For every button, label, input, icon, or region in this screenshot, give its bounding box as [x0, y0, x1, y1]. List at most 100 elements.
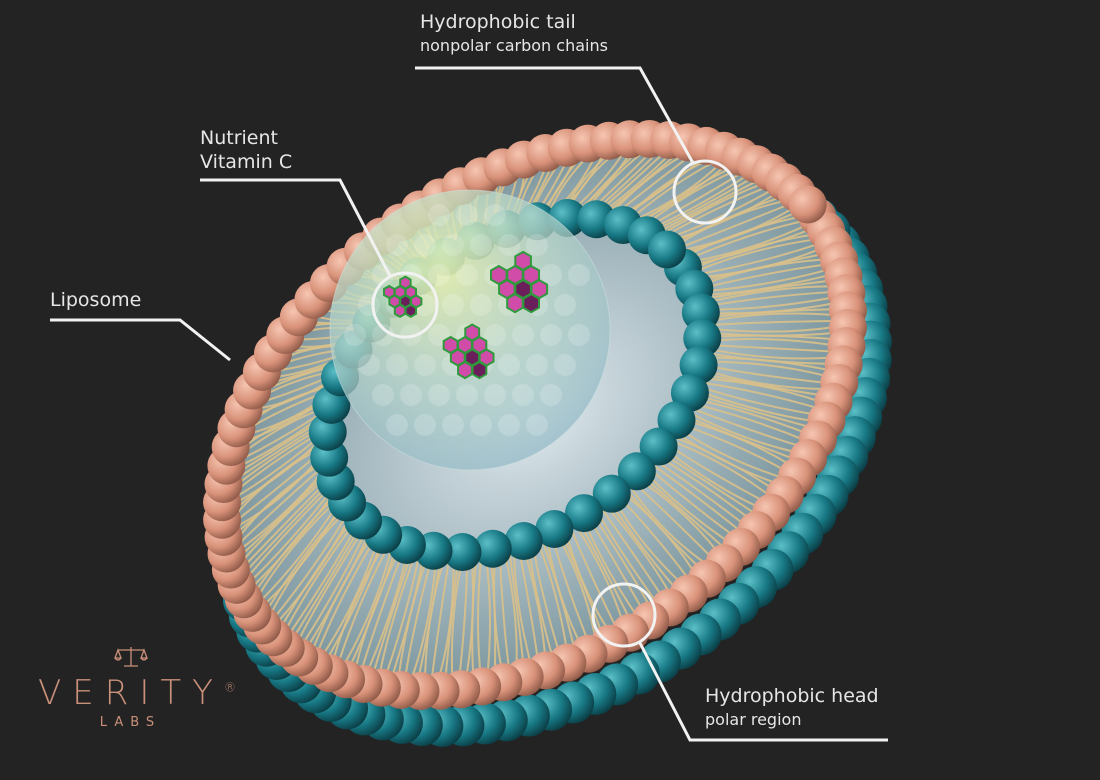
tail-chain — [391, 556, 425, 677]
tail-chain — [417, 558, 442, 680]
head-leader-line — [638, 642, 888, 742]
tail-chain — [695, 394, 812, 429]
core-bubble — [358, 354, 380, 376]
tail-chain — [237, 463, 322, 539]
aqueous-core-sphere — [329, 189, 611, 471]
tail-chain — [238, 467, 323, 545]
tail-chain — [696, 238, 815, 272]
tail-chain — [705, 268, 828, 293]
tail-chain — [710, 312, 835, 322]
tail-chain — [647, 466, 737, 539]
core-bubble — [344, 324, 366, 346]
inner-teal-head — [647, 230, 686, 269]
verity-labs-logo: VERITY® LABS — [38, 645, 236, 730]
vitamin-c-molecule — [393, 303, 407, 318]
core-bubble — [442, 234, 464, 256]
tail-leader-line — [415, 66, 695, 164]
tail-chain — [277, 519, 349, 622]
tail-chain — [708, 356, 830, 372]
core-bubble — [400, 384, 422, 406]
tail-chain — [686, 216, 799, 257]
core-bubble — [386, 414, 408, 436]
tail-chain — [263, 507, 340, 606]
vitamin-c-molecule — [506, 293, 524, 314]
core-bubble — [414, 414, 436, 436]
core-bubble — [470, 414, 492, 436]
tail-chain — [517, 548, 540, 663]
core-bubble — [512, 324, 534, 346]
nutrient-label: Nutrient Vitamin C — [200, 126, 292, 174]
tail-chain — [708, 285, 831, 303]
tail-chain — [709, 344, 833, 353]
tail-chain — [343, 548, 393, 665]
tail-chain — [652, 174, 748, 229]
core-bubble — [526, 354, 548, 376]
nutrient-title: Nutrient — [200, 127, 278, 149]
liposome-leader-line — [50, 318, 231, 362]
core-bubble — [554, 294, 576, 316]
head-title: Hydrophobic head — [705, 685, 879, 707]
tail-chain — [706, 364, 827, 384]
tail-chain — [465, 557, 475, 678]
core-bubble — [386, 354, 408, 376]
core-bubble — [470, 294, 492, 316]
tail-chain — [676, 200, 785, 247]
tail-chain — [536, 541, 569, 652]
tail-label: Hydrophobic tail nonpolar carbon chains — [420, 10, 608, 58]
core-bubble — [442, 294, 464, 316]
tail-chain — [604, 504, 672, 596]
core-bubble — [386, 234, 408, 256]
tail-chain — [650, 462, 742, 533]
core-bubble — [428, 204, 450, 226]
tail-chain — [404, 557, 433, 679]
tail-chain — [285, 524, 354, 630]
tail-chain — [710, 320, 835, 326]
tail-chain — [327, 543, 382, 658]
tail-chain — [683, 419, 792, 467]
tail-chain — [655, 177, 753, 231]
nutrient-subtitle: Vitamin C — [200, 151, 293, 173]
tail-chain — [688, 220, 803, 260]
tail-chain — [710, 308, 835, 319]
tail-chain — [569, 526, 618, 629]
scales-icon — [113, 647, 148, 667]
tail-chain — [235, 436, 320, 498]
core-bubble — [484, 204, 506, 226]
inner-teal-head — [473, 529, 512, 568]
core-bubble — [484, 384, 506, 406]
core-bubble — [568, 324, 590, 346]
tail-chain — [595, 510, 659, 605]
tail-chain — [252, 495, 333, 587]
tail-chain — [302, 533, 366, 644]
logo-registered: ® — [223, 680, 236, 695]
vitamin-c-molecule — [383, 284, 396, 300]
core-bubble — [540, 324, 562, 346]
tail-chain — [694, 233, 812, 269]
tail-chain — [255, 498, 334, 592]
tail-chain — [366, 553, 408, 672]
tail-chain — [307, 535, 369, 647]
core-bubble — [554, 354, 576, 376]
core-bubble — [372, 264, 394, 286]
tail-chain — [484, 556, 491, 675]
tail-chain — [591, 513, 652, 609]
tail-chain — [708, 290, 833, 307]
tail-chain — [704, 263, 826, 289]
inner-teal-head — [565, 494, 604, 533]
tail-chain — [298, 531, 363, 641]
tail-chain — [316, 539, 375, 653]
core-bubble — [456, 384, 478, 406]
tail-chain — [260, 504, 338, 601]
tail-chain — [632, 481, 715, 561]
salmon-head — [788, 185, 827, 224]
core-bubble — [372, 384, 394, 406]
tail-chain — [690, 224, 806, 263]
tail-chain — [332, 545, 386, 661]
tail-chain — [664, 186, 767, 237]
tail-chain — [661, 183, 763, 235]
core-bubble — [498, 354, 520, 376]
tail-chain — [702, 258, 824, 286]
tail-chain — [337, 546, 389, 663]
